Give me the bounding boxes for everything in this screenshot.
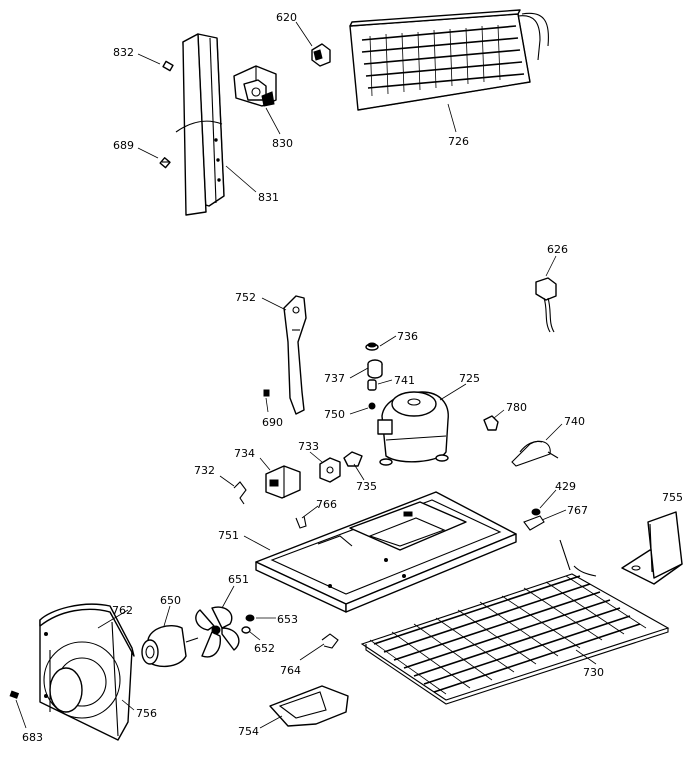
label-725: 725: [459, 372, 480, 385]
part-652-nut: [241, 626, 251, 634]
label-736: 736: [397, 330, 418, 343]
part-831-channel: [175, 33, 225, 216]
part-780-clip: [483, 415, 499, 431]
part-752-strap: [283, 295, 307, 415]
part-730-coil: [360, 539, 670, 705]
label-690: 690: [262, 416, 283, 429]
part-767-clip: [523, 515, 545, 531]
label-620: 620: [276, 11, 297, 24]
part-690-screw: [263, 389, 270, 397]
label-734: 734: [234, 447, 255, 460]
part-832-screw: [162, 60, 174, 72]
part-741-sleeve: [367, 379, 377, 391]
label-767: 767: [567, 504, 588, 517]
part-830-bracket: [233, 65, 277, 107]
part-740-bracket: [511, 440, 559, 467]
label-735: 735: [356, 480, 377, 493]
label-733: 733: [298, 440, 319, 453]
part-762-shroud: [39, 603, 135, 741]
label-653: 653: [277, 613, 298, 626]
label-752: 752: [235, 291, 256, 304]
label-832: 832: [113, 46, 134, 59]
label-741: 741: [394, 374, 415, 387]
part-750-stud: [368, 402, 376, 410]
label-762: 762: [112, 604, 133, 617]
label-650: 650: [160, 594, 181, 607]
label-751: 751: [218, 529, 239, 542]
label-732: 732: [194, 464, 215, 477]
label-780: 780: [506, 401, 527, 414]
label-756: 756: [136, 707, 157, 720]
part-754-tray: [269, 685, 349, 727]
part-725-compressor: [377, 391, 449, 466]
label-755: 755: [662, 491, 683, 504]
label-730: 730: [583, 666, 604, 679]
label-651: 651: [228, 573, 249, 586]
part-732-clip: [233, 481, 247, 505]
part-735-bracket: [343, 451, 363, 467]
label-652: 652: [254, 642, 275, 655]
part-620-clip: [311, 43, 331, 67]
label-683: 683: [22, 731, 43, 744]
label-750: 750: [324, 408, 345, 421]
label-831: 831: [258, 191, 279, 204]
part-626-cord: [535, 277, 557, 333]
part-736-nut: [365, 342, 379, 351]
part-755-bracket: [621, 511, 683, 585]
part-734-relay: [265, 465, 301, 499]
label-766: 766: [316, 498, 337, 511]
part-733-overload: [319, 457, 341, 483]
label-830: 830: [272, 137, 293, 150]
part-650-motor: [141, 624, 199, 667]
label-429: 429: [555, 480, 576, 493]
part-737-grommet: [367, 359, 383, 379]
part-651-fan-blade: [195, 606, 240, 658]
label-740: 740: [564, 415, 585, 428]
part-683-screw: [9, 690, 20, 699]
label-689: 689: [113, 139, 134, 152]
label-754: 754: [238, 725, 259, 738]
label-726: 726: [448, 135, 469, 148]
part-764-clip: [321, 633, 339, 649]
callout-labels: 832 620 689 830 831 726 626 752 736 737 …: [22, 11, 683, 744]
part-766-clip: [295, 515, 307, 529]
label-626: 626: [547, 243, 568, 256]
part-653-washer: [245, 614, 255, 622]
part-429-screw: [531, 508, 541, 516]
label-737: 737: [324, 372, 345, 385]
part-689-screw: [159, 157, 171, 169]
leader-lines: [15, 21, 597, 729]
part-751-base-pan: [255, 491, 517, 613]
label-764: 764: [280, 664, 301, 677]
part-726-condenser: [349, 9, 549, 111]
